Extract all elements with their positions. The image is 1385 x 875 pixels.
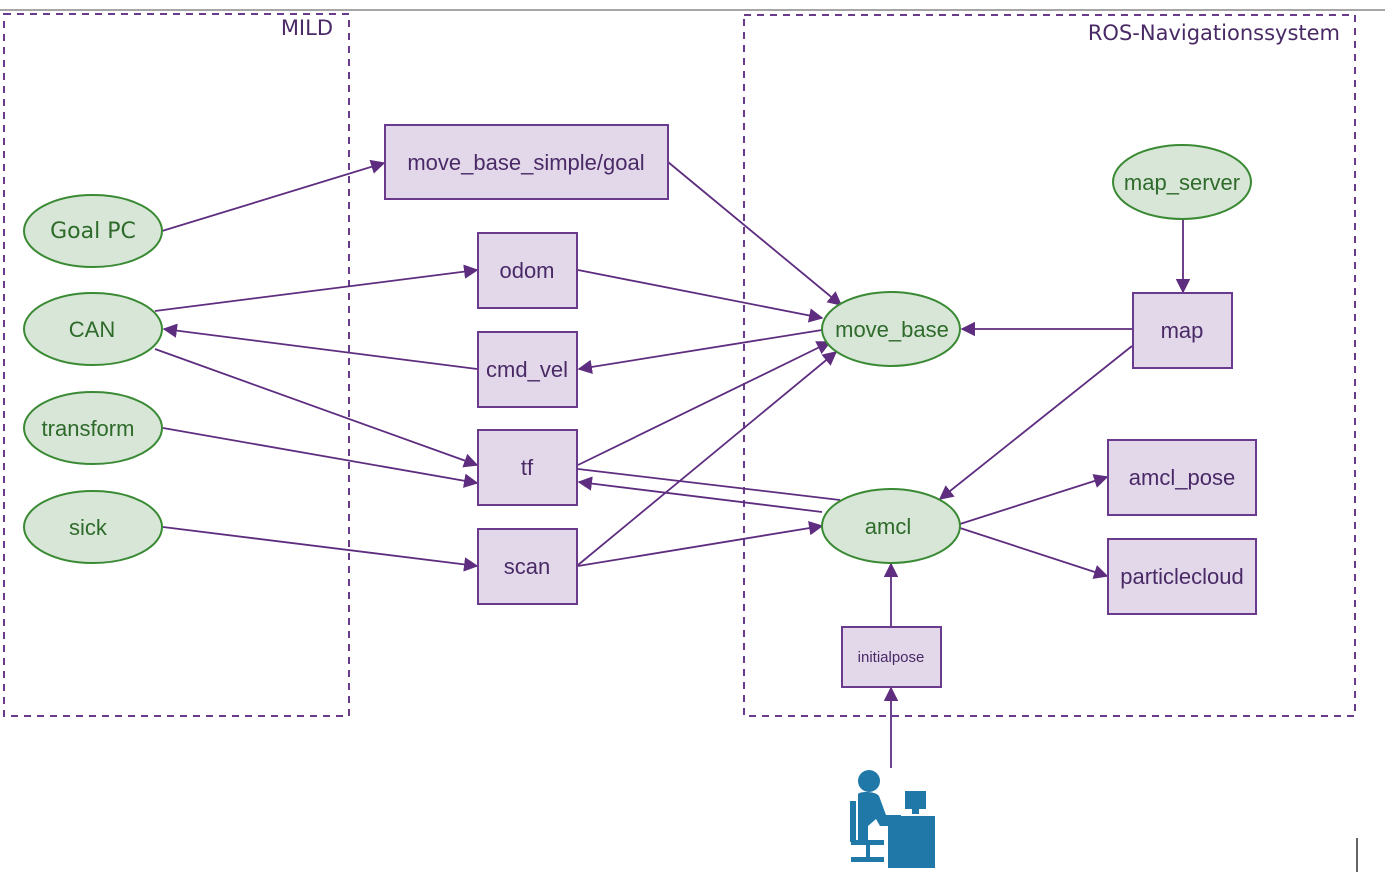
edge-scan-to-movebase <box>577 351 838 566</box>
topic-label: odom <box>499 258 554 283</box>
person-at-computer-icon <box>850 770 935 868</box>
topic-scan: scan <box>477 528 578 605</box>
edge-goal-to-movebase <box>667 161 843 306</box>
topic-label: amcl_pose <box>1129 465 1235 490</box>
group-mild: MILD <box>3 13 350 717</box>
topic-label: particlecloud <box>1120 564 1244 589</box>
node-goal-pc: Goal PC <box>23 194 163 268</box>
edge-scan-to-amcl <box>577 520 824 567</box>
topic-label: map <box>1161 318 1204 343</box>
topic-tf: tf <box>477 429 578 506</box>
edge-tf-to-movebase <box>577 341 832 466</box>
node-label: sick <box>69 515 108 540</box>
node-map-server: map_server <box>1112 144 1252 220</box>
topic-amcl-pose: amcl_pose <box>1107 439 1257 516</box>
topic-label: cmd_vel <box>486 357 568 382</box>
topic-label: move_base_simple/goal <box>407 150 644 175</box>
node-label: amcl <box>865 514 911 539</box>
node-label: Goal PC <box>50 219 136 244</box>
edge-tf-to-amcl <box>577 468 841 501</box>
edge-can-to-tf <box>154 348 479 468</box>
group-mild-label: MILD <box>281 16 333 40</box>
node-label: transform <box>42 416 135 441</box>
edge-odom-to-movebase <box>577 269 824 323</box>
node-can: CAN <box>23 292 163 366</box>
node-sick: sick <box>23 490 163 564</box>
topic-label: initialpose <box>858 649 925 666</box>
group-ros-label: ROS-Navigationssystem <box>1088 21 1340 45</box>
edge-map-to-amcl <box>938 345 1133 500</box>
node-amcl: amcl <box>821 488 961 564</box>
edge-amcl-to-amclpose <box>959 474 1109 525</box>
topic-initialpose: initialpose <box>841 626 942 688</box>
node-label: map_server <box>1124 170 1240 195</box>
topic-map: map <box>1132 292 1233 369</box>
topic-odom: odom <box>477 232 578 309</box>
edge-movebase-to-cmdvel <box>577 329 823 375</box>
topic-label: scan <box>504 554 550 579</box>
group-ros: ROS-Navigationssystem <box>743 14 1356 717</box>
edge-transform-to-tf <box>162 427 479 488</box>
edge-amcl-to-tf <box>577 476 823 513</box>
node-label: move_base <box>835 317 949 342</box>
topic-label: tf <box>521 455 534 480</box>
edge-can-to-odom <box>154 264 479 312</box>
edge-sick-to-scan <box>162 526 479 572</box>
edge-amcl-to-particlecloud <box>959 527 1109 579</box>
edge-goalpc-to-goal <box>161 159 386 232</box>
node-move-base: move_base <box>821 291 961 367</box>
node-transform: transform <box>23 391 163 465</box>
edges <box>154 159 1191 768</box>
edge-cmdvel-to-can <box>162 323 478 370</box>
topic-cmd-vel: cmd_vel <box>477 331 578 408</box>
node-label: CAN <box>69 317 115 342</box>
topic-particlecloud: particlecloud <box>1107 538 1257 615</box>
topic-move-base-simple-goal: move_base_simple/goal <box>384 124 669 200</box>
